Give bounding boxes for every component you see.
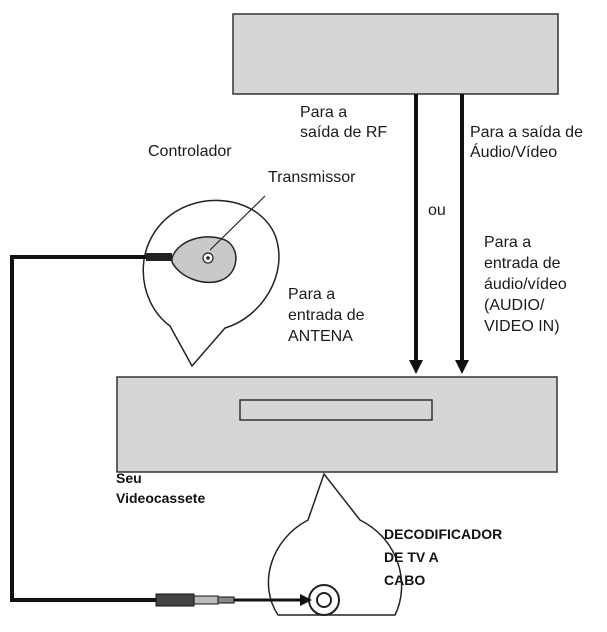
rf-arrowhead xyxy=(409,360,423,374)
av-arrowhead xyxy=(455,360,469,374)
cable-plug-sleeve xyxy=(193,595,219,605)
cable-plug-tip xyxy=(217,596,235,604)
label-transmissor: Transmissor xyxy=(268,169,356,186)
cable-plug-body xyxy=(155,593,195,607)
label-av-input: Para a entrada de áudio/vídeo (AUDIO/ VI… xyxy=(484,234,567,335)
label-controlador: Controlador xyxy=(148,143,232,160)
label-rf-output: Para a saída de RF xyxy=(300,104,388,141)
label-antenna-input: Para a entrada de ANTENA xyxy=(288,286,365,345)
vcr-cassette-slot xyxy=(239,399,433,421)
connecting-cable xyxy=(10,255,158,602)
label-vcr: Seu Videocassete xyxy=(116,470,206,506)
transmitter-plug xyxy=(146,253,172,261)
decoder-jack-inner-icon xyxy=(316,592,332,608)
decoder-callout xyxy=(267,472,403,616)
cable-decoder-box xyxy=(232,13,559,95)
transmissor-pointer xyxy=(209,195,266,251)
label-cable-decoder: DECODIFICADOR DE TV A CABO xyxy=(384,526,503,588)
plug-arrowhead xyxy=(300,594,312,606)
label-av-output: Para a saída de Áudio/Vídeo xyxy=(470,124,583,161)
vcr-box xyxy=(116,376,558,473)
label-ou: ou xyxy=(428,202,446,219)
transmitter-eye-center-icon xyxy=(206,256,210,260)
